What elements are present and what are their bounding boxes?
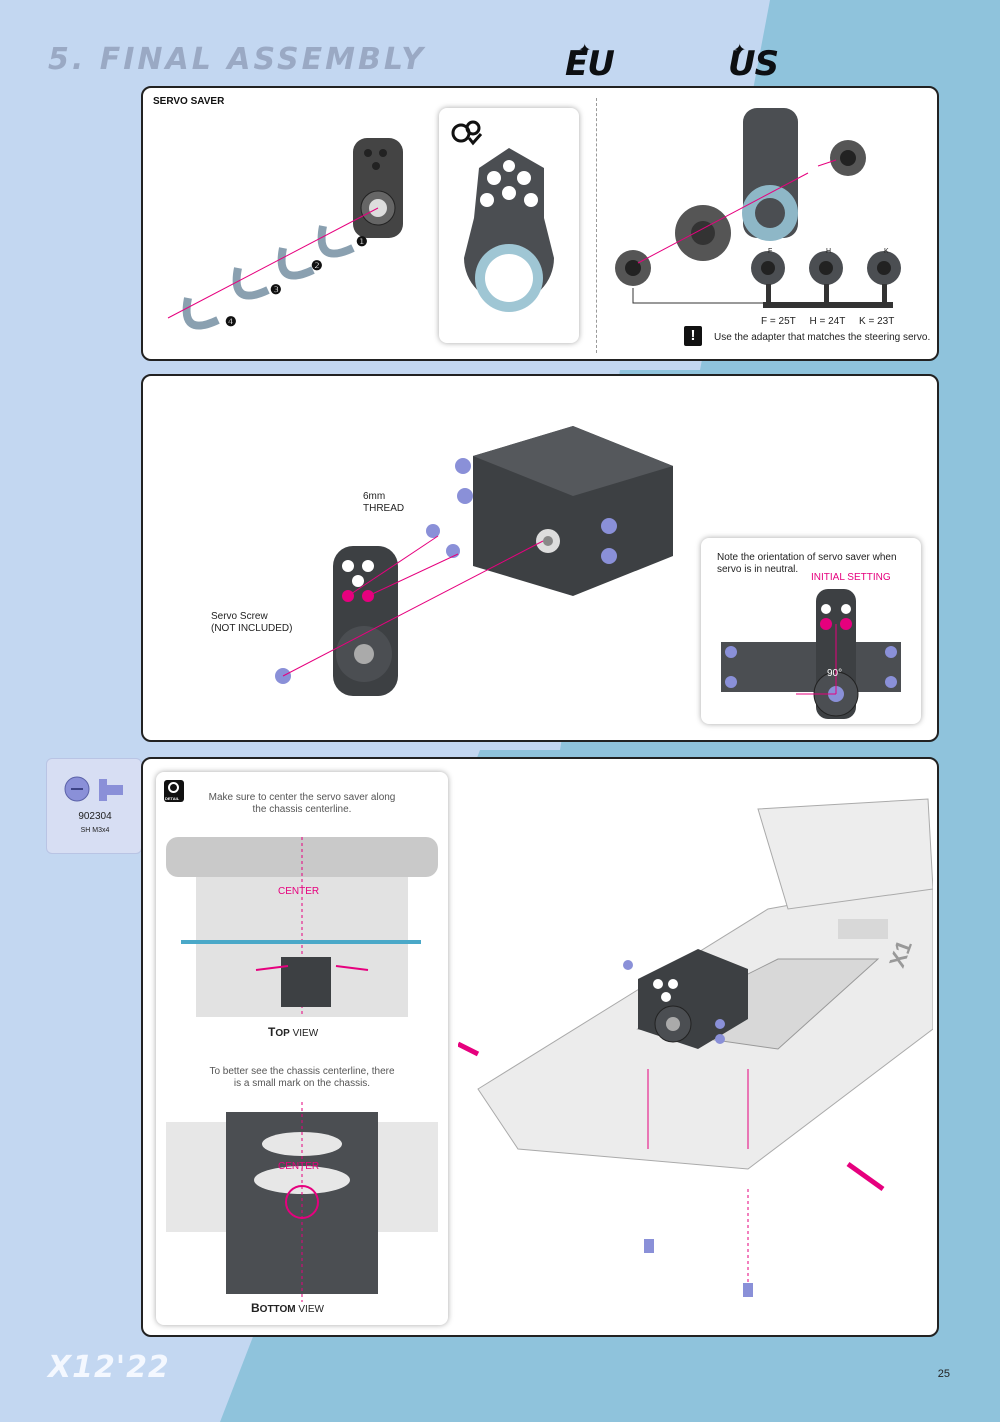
screw-icon [644, 1239, 654, 1253]
center-note: Make sure to center the servo saver alon… [208, 792, 396, 815]
part-callout: 902304 SH M3x4 [46, 758, 142, 854]
spring-rings [182, 225, 355, 330]
servo-screw-label: Servo Screw (NOT INCLUDED) [211, 611, 293, 634]
screw-side-icon [99, 779, 107, 801]
page-number: 25 [937, 1368, 950, 1380]
angle-label: 90° [827, 668, 843, 679]
step-2: ❷ [311, 258, 323, 273]
divider [596, 98, 597, 353]
step-1: ❶ [356, 234, 368, 249]
initial-setting-inset: Note the orientation of servo saver when… [701, 538, 921, 724]
chassis-assembly-diagram: X1 [458, 798, 933, 1297]
step-3: ❸ [270, 282, 282, 297]
top-view-label: TOP VIEW [268, 1025, 319, 1039]
adapter-sprue [632, 251, 901, 308]
part-number: 902304 [78, 811, 112, 822]
part-description: SH M3x4 [80, 827, 110, 834]
initial-setting-label: INITIAL SETTING [811, 572, 891, 583]
warning-text: Use the adapter that matches the steerin… [714, 332, 931, 343]
centerline-detail-inset: DETAIL Make sure to center the servo sav… [156, 772, 448, 1325]
adapter-legend: F = 25T H = 24T K = 23T [761, 316, 895, 327]
step-4: ❹ [225, 314, 237, 329]
section-title: 5. FINAL ASSEMBLY [48, 42, 426, 77]
detail-icon: DETAIL [164, 780, 184, 802]
product-logo: X12'22 [48, 1350, 170, 1385]
screw-icon [743, 1283, 753, 1297]
bottom-view-diagram [166, 1102, 438, 1302]
top-view-diagram [166, 837, 438, 1017]
settings-check-icon [451, 120, 483, 146]
servo-mount-panel: 6mm THREAD Servo Screw (NOT INCLUDED) No… [141, 374, 939, 742]
thread-label: 6mm THREAD [363, 491, 405, 514]
servo-saver-panel: SERVO SAVER ❶ ❷ ❸ ❹ [141, 86, 939, 361]
panel-label: SERVO SAVER [153, 96, 225, 107]
servo-saver-mounting-diagram [275, 426, 673, 696]
star-icon: ✦ [733, 42, 747, 59]
servo-saver-exploded-diagram [167, 138, 403, 330]
star-icon: ✦ [578, 42, 592, 59]
adapter-h-label: H [826, 248, 832, 255]
servo-saver-detail-inset [439, 108, 579, 343]
adapter-f-label: F [768, 248, 773, 255]
chassis-install-panel: DETAIL Make sure to center the servo sav… [141, 757, 939, 1337]
us-logo: US [728, 44, 779, 84]
orientation-note: Note the orientation of servo saver when… [717, 552, 897, 575]
center-label-top: CENTER [278, 886, 320, 897]
center-label-bottom: CENTER [278, 1161, 320, 1172]
adapter-k-label: K [884, 248, 889, 255]
bottom-view-label: BOTTOM VIEW [251, 1301, 324, 1315]
warning-icon: ! [684, 326, 702, 346]
adapter-exploded-diagram [615, 108, 901, 308]
eu-logo: EU [565, 44, 615, 84]
chassis-mark-note: To better see the chassis centerline, th… [209, 1066, 395, 1089]
